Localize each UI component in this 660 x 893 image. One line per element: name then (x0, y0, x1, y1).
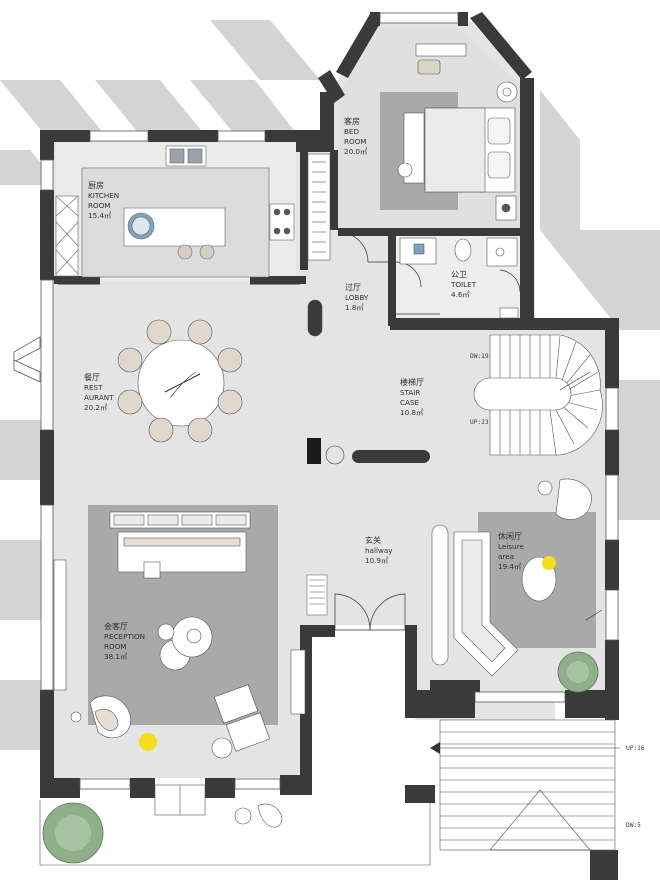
label-hallway: 玄关 hallway 10.9㎡ (365, 535, 393, 565)
svg-text:休闲厅: 休闲厅 (498, 531, 522, 541)
stair-marker-up23: UP:23 (470, 419, 489, 426)
svg-text:15.4㎡: 15.4㎡ (88, 211, 111, 220)
svg-text:10.9㎡: 10.9㎡ (365, 556, 388, 565)
spiral-staircase (473, 334, 603, 456)
label-restaurant: 餐厅 REST AURANT 20.2㎡ (84, 373, 114, 412)
label-reception: 会客厅 RECEPTION ROOM 38.1㎡ (104, 621, 145, 661)
stair-marker-dw5: DW:5 (626, 822, 641, 829)
svg-text:10.8㎡: 10.8㎡ (400, 408, 423, 417)
svg-text:CASE: CASE (400, 398, 419, 407)
svg-text:餐厅: 餐厅 (84, 373, 100, 382)
plants (42, 651, 599, 864)
entrance-stairs (430, 719, 620, 851)
svg-text:20.0㎡: 20.0㎡ (344, 147, 367, 156)
toilet-fixtures (399, 237, 519, 319)
svg-text:hallway: hallway (365, 546, 393, 555)
dining-door (13, 336, 41, 383)
svg-text:STAIR: STAIR (400, 388, 420, 397)
svg-text:玄关: 玄关 (365, 535, 381, 545)
svg-text:38.1㎡: 38.1㎡ (104, 652, 127, 661)
svg-text:BED: BED (344, 127, 359, 136)
label-leisure: 休闲厅 Leisure area 19.4㎡ (498, 531, 524, 571)
svg-text:TOILET: TOILET (450, 280, 477, 289)
windows (40, 12, 619, 790)
leisure-furniture (431, 478, 603, 677)
wardrobe (307, 153, 331, 337)
svg-text:19.4㎡: 19.4㎡ (498, 562, 521, 571)
svg-text:RECEPTION: RECEPTION (104, 632, 145, 641)
svg-text:ROOM: ROOM (344, 137, 367, 146)
svg-text:Leisure: Leisure (498, 542, 524, 551)
dining-set (117, 319, 243, 443)
svg-text:楼梯厅: 楼梯厅 (400, 377, 424, 387)
stair-marker-up16: UP:16 (626, 745, 645, 752)
svg-text:客房: 客房 (344, 116, 360, 126)
svg-text:AURANT: AURANT (84, 393, 114, 402)
svg-text:4.6㎡: 4.6㎡ (451, 290, 470, 299)
svg-text:厨房: 厨房 (88, 180, 104, 190)
label-kitchen: 厨房 KITCHEN ROOM 15.4㎡ (88, 180, 119, 220)
svg-text:会客厅: 会客厅 (104, 621, 128, 631)
svg-text:area: area (498, 552, 514, 561)
svg-text:ROOM: ROOM (104, 642, 127, 651)
svg-text:REST: REST (84, 383, 103, 392)
hallway-objects (306, 438, 430, 616)
reception-furniture (53, 511, 306, 759)
label-toilet: 公卫 TOILET 4.6㎡ (450, 270, 477, 299)
label-staircase: 楼梯厅 STAIR CASE 10.8㎡ (400, 377, 424, 417)
svg-text:LOBBY: LOBBY (345, 293, 369, 302)
bedroom-furniture (397, 43, 518, 221)
svg-text:公卫: 公卫 (451, 270, 467, 279)
svg-text:1.8㎡: 1.8㎡ (345, 303, 364, 312)
svg-text:KITCHEN: KITCHEN (88, 191, 119, 200)
walls (40, 12, 619, 880)
entrance-door (334, 593, 406, 631)
svg-text:过厅: 过厅 (345, 282, 361, 292)
lobby-doors (337, 231, 521, 315)
label-lobby: 过厅 LOBBY 1.8㎡ (345, 282, 369, 312)
entrance-porch (39, 784, 431, 866)
svg-text:ROOM: ROOM (88, 201, 111, 210)
svg-text:20.2㎡: 20.2㎡ (84, 403, 107, 412)
kitchen-furniture (55, 145, 295, 278)
stair-marker-dw19: DW:19 (470, 353, 489, 360)
label-bedroom: 客房 BED ROOM 20.0㎡ (344, 116, 367, 156)
